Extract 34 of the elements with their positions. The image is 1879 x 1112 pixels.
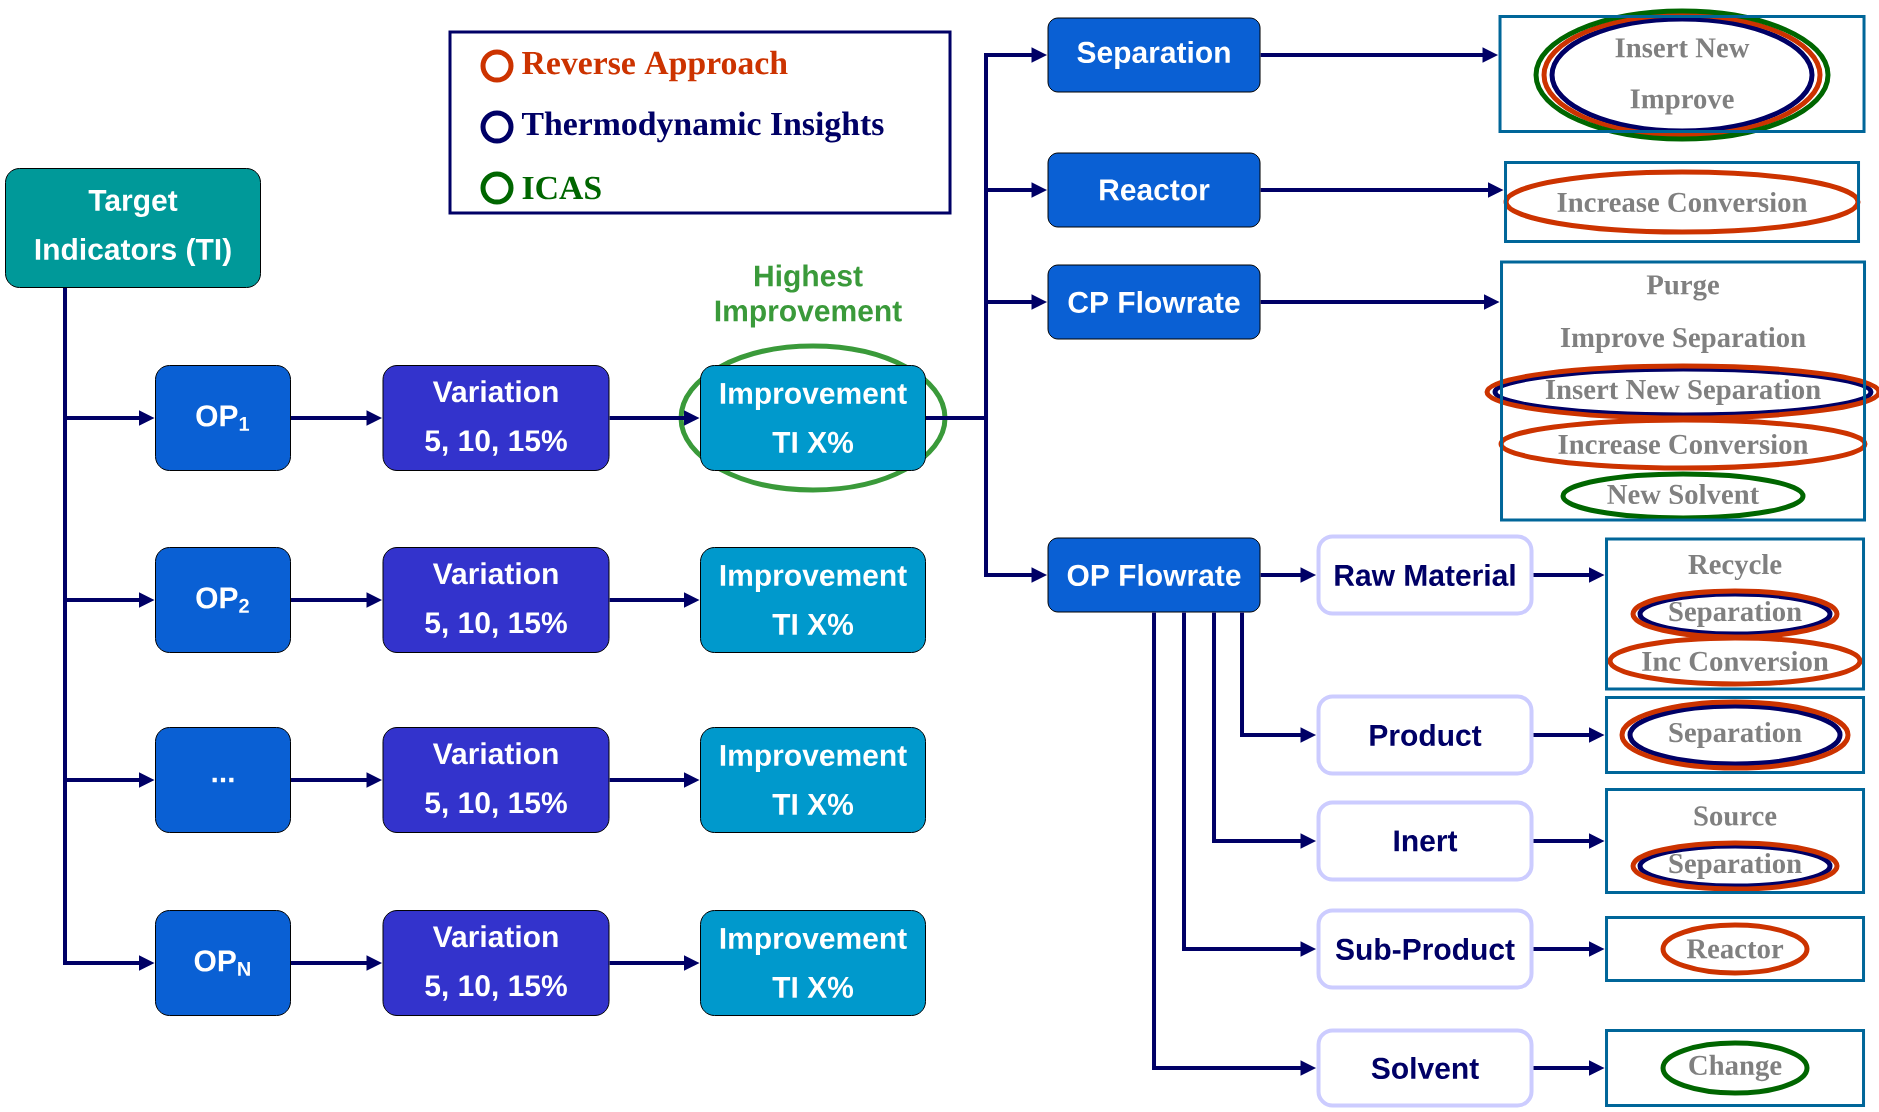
operating-box: OP$_{1}$ <box>155 365 291 471</box>
component-box: Raw Material <box>1316 534 1534 616</box>
component-box: Inert <box>1316 800 1534 882</box>
option-box: Recycle Separation Inc Conversion <box>1605 537 1865 691</box>
indicator-box: Target Indicators (TI) <box>5 168 261 288</box>
improvement-box: Improvement TI X% <box>700 365 926 471</box>
option-box: Purge Improve Separation Insert New Separation Increase Conversion New Solvent <box>1500 260 1866 522</box>
variation-box: Variation 5, 10, 15% <box>382 910 610 1016</box>
option-box: Change <box>1605 1029 1865 1107</box>
option-box: Separation <box>1605 696 1865 774</box>
improvement-box: Improvement TI X% <box>700 547 926 653</box>
option-box: Increase Conversion <box>1504 161 1860 243</box>
category-box: OP Flowrate <box>1047 537 1261 613</box>
component-box: Solvent <box>1316 1028 1534 1108</box>
category-box: CP Flowrate <box>1047 264 1261 340</box>
component-box: Product <box>1316 694 1534 776</box>
legend-label: Reverse Approach <box>522 50 788 82</box>
legend-label: ICAS <box>522 176 601 200</box>
legend-label: Thermodynamic Insights <box>522 111 884 143</box>
option-box: Insert New Improve <box>1498 15 1866 133</box>
operating-box: OP$_{N}$ <box>155 910 291 1016</box>
category-box: Separation <box>1047 17 1261 93</box>
variation-box: Variation 5, 10, 15% <box>382 727 610 833</box>
variation-box: Variation 5, 10, 15% <box>382 547 610 653</box>
operating-box: ... <box>155 727 291 833</box>
annotation-label: Highest Improvement <box>715 264 902 328</box>
improvement-box: Improvement TI X% <box>700 727 926 833</box>
operating-box: OP$_{2}$ <box>155 547 291 653</box>
option-box: Reactor <box>1605 916 1865 982</box>
improvement-box: Improvement TI X% <box>700 910 926 1016</box>
component-box: Sub-Product <box>1316 908 1534 990</box>
category-box: Reactor <box>1047 152 1261 228</box>
variation-box: Variation 5, 10, 15% <box>382 365 610 471</box>
option-box: Source Separation <box>1605 788 1865 894</box>
